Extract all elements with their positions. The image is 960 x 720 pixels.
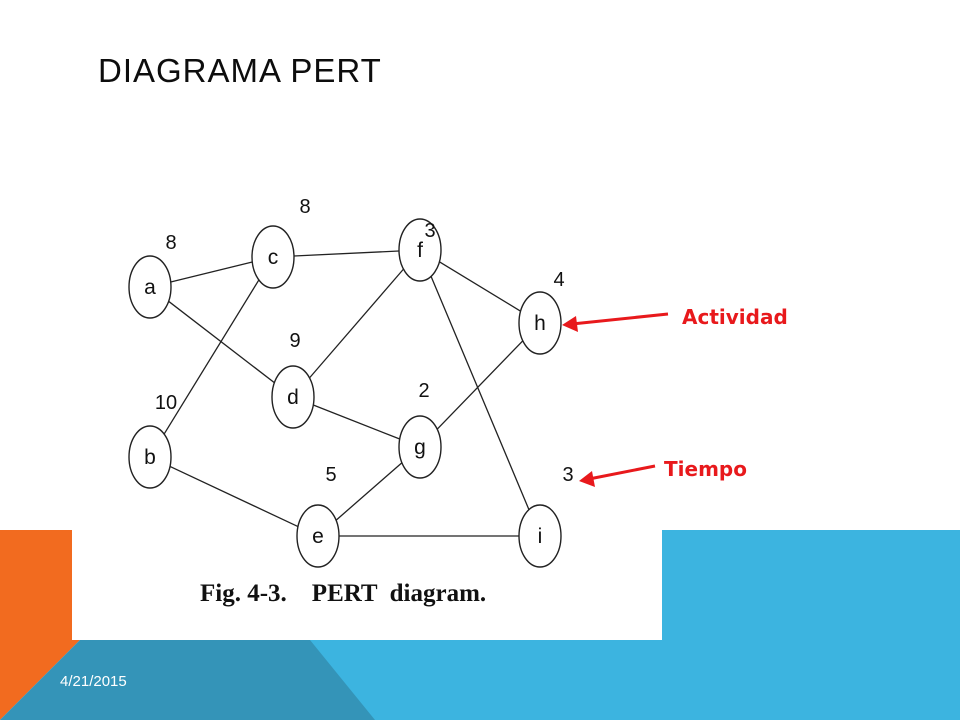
node-time-f: 3 <box>424 220 435 242</box>
time-arrow <box>579 464 656 487</box>
node-label-e: e <box>312 525 324 548</box>
node-g <box>398 415 442 479</box>
node-c <box>251 225 295 289</box>
node-label-h: h <box>534 312 546 335</box>
figure-caption: Fig. 4-3. PERT diagram. <box>200 580 487 607</box>
node-time-g: 2 <box>418 380 429 402</box>
edge-g-h <box>436 340 524 430</box>
node-e <box>296 504 340 568</box>
diagram-nodes: a b c d e f g h i <box>128 218 562 568</box>
node-label-b: b <box>144 446 156 469</box>
edge-b-c <box>163 279 260 435</box>
node-a <box>128 255 172 319</box>
node-label-c: c <box>268 246 279 269</box>
time-label: Tiempo <box>664 457 747 481</box>
node-time-a: 8 <box>165 232 176 254</box>
node-h <box>518 291 562 355</box>
edge-a-c <box>170 261 253 283</box>
dark-blue-shape <box>0 640 375 720</box>
node-time-e: 5 <box>325 464 336 486</box>
node-time-i: 3 <box>562 464 573 486</box>
node-f <box>398 218 442 282</box>
edge-c-f <box>293 250 400 257</box>
node-label-g: g <box>414 436 426 459</box>
edge-d-f <box>309 268 404 379</box>
node-d <box>271 365 315 429</box>
diagram-edges <box>163 250 530 537</box>
edge-f-i <box>430 276 530 510</box>
edge-b-e <box>169 465 299 528</box>
node-label-d: d <box>287 386 299 409</box>
node-label-f: f <box>417 239 423 262</box>
activity-label: Actividad <box>682 305 788 329</box>
node-label-a: a <box>144 276 156 299</box>
slide-date: 4/21/2015 <box>60 673 127 690</box>
node-time-c: 8 <box>299 196 310 218</box>
orange-corner-shape <box>0 530 80 720</box>
pert-figure <box>72 180 662 640</box>
node-label-i: i <box>538 525 543 548</box>
edge-f-h <box>439 261 521 312</box>
edge-d-g <box>313 404 400 440</box>
edge-e-g <box>335 462 403 521</box>
node-time-d: 9 <box>289 330 300 352</box>
slide-title: DIAGRAMA PERT <box>98 52 382 89</box>
node-i <box>518 504 562 568</box>
node-time-h: 4 <box>553 269 564 291</box>
activity-arrow <box>562 312 669 332</box>
node-time-b: 10 <box>155 392 177 414</box>
node-b <box>128 425 172 489</box>
diagram-times: 8 10 8 9 5 3 2 4 3 <box>155 196 574 486</box>
edge-a-d <box>168 300 275 384</box>
